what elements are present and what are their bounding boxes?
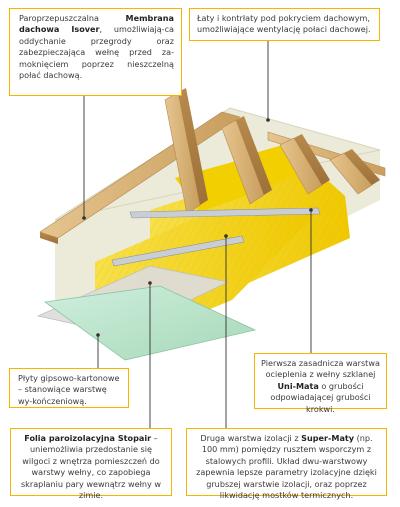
- steel-profiles: [111, 207, 321, 267]
- plasterboard-callout: Płyty gipsowo-kartonowe – stanowiące war…: [9, 368, 129, 408]
- plasterboard-callout-text: Płyty gipsowo-kartonowe – stanowiące war…: [18, 373, 120, 406]
- vapor-foil-callout-text: – uniemożliwia przedostanie się wilgoci …: [20, 433, 162, 501]
- vapor-foil-callout: Folia paroizolacyjna Stopair – uniemożli…: [10, 428, 172, 500]
- second-layer-callout-text: Druga warstwa izolacji z: [200, 433, 302, 443]
- membrane-callout-text-rest: , umożliwiają-ca oddychanie przegrody or…: [19, 24, 174, 81]
- leader-dots: [82, 118, 313, 337]
- first-layer-callout-text-rest: o grubości odpowiadającej grubości krokw…: [270, 380, 371, 414]
- first-layer-callout-text: Pierwsza zasadnicza warstwa ocieplenia z…: [261, 358, 380, 380]
- roof-rafters: [164, 88, 380, 215]
- leader-lines: [83, 41, 312, 428]
- second-layer-callout: Druga warstwa izolacji z Super-Maty (np.…: [186, 428, 387, 500]
- membrane-callout-product: Membrana dachowa Isover: [19, 13, 174, 35]
- second-layer-callout-text-rest: (np. 100 mm) pomiędzy rusztem wsporczym …: [196, 433, 377, 501]
- membrane-callout-text: Paroprzepuszczalna: [19, 13, 126, 23]
- second-layer-callout-product: Super-Maty: [301, 433, 355, 443]
- battens-callout: Łaty i kontrłaty pod pokryciem dachowym,…: [189, 8, 380, 41]
- vapor-foil-callout-product: Folia paroizolacyjna Stopair: [24, 433, 152, 443]
- first-layer-callout-product: Uni-Mata: [277, 380, 319, 391]
- first-layer-callout: Pierwsza zasadnicza warstwa ocieplenia z…: [254, 353, 387, 414]
- membrane-callout: Paroprzepuszczalna Membrana dachowa Isov…: [9, 8, 182, 96]
- battens-callout-text: Łaty i kontrłaty pod pokryciem dachowym,…: [197, 13, 371, 35]
